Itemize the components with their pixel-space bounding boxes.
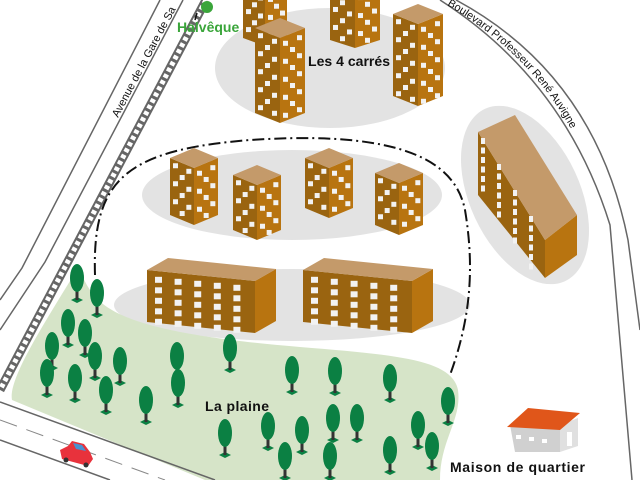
right-boulevard [439,0,640,480]
tree [61,309,75,348]
tree [411,411,425,450]
tree [40,359,54,398]
tree [383,436,397,475]
tower-top-3[interactable] [255,18,305,123]
tree [171,369,185,408]
tower-middle-2[interactable] [233,165,281,240]
tree [295,416,309,455]
tower-top-4[interactable] [393,4,443,106]
tree [113,347,127,386]
community-house-label: Maison de quartier [450,459,586,475]
tree [70,264,84,303]
tree [323,442,337,480]
tree [328,357,342,396]
park-label: La plaine [205,398,269,414]
tree [350,404,364,443]
tower-middle-3[interactable] [305,148,353,218]
tree [90,279,104,318]
neighborhood-boundary [93,137,471,376]
tree [139,386,153,425]
station-marker[interactable] [201,1,213,13]
slab-building-right[interactable] [478,115,577,278]
tree [223,334,237,373]
park-area [11,268,459,480]
station-label[interactable]: Halvêque [177,19,239,35]
slab-building-1[interactable] [147,258,276,333]
tree [425,432,439,471]
tree [78,319,92,358]
tower-middle-1[interactable] [170,148,218,225]
tree [99,376,113,415]
tree [383,364,397,403]
tree [218,419,232,458]
station-tick [194,12,198,21]
tree [68,364,82,403]
tree [278,442,292,480]
railway[interactable] [0,0,210,393]
community-house[interactable] [507,408,580,452]
tree [441,387,455,426]
tree [285,356,299,395]
tower-top-2[interactable] [330,0,380,48]
left-avenue [0,0,184,331]
cluster-top-label: Les 4 carrés [308,53,390,69]
tree [88,342,102,381]
tower-middle-4[interactable] [375,163,423,235]
tree [326,404,340,443]
slab-building-2[interactable] [303,258,433,333]
tree [261,412,275,451]
car [60,441,93,468]
